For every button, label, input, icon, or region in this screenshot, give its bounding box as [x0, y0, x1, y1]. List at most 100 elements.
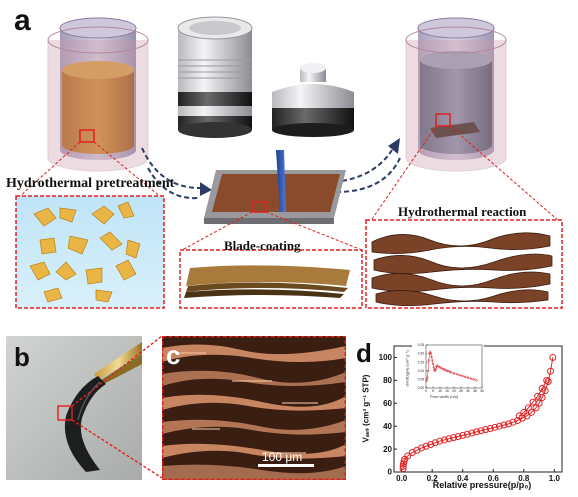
- scale-bar-label: 100 μm: [262, 450, 303, 464]
- inset-x-tick-label: 15: [445, 389, 449, 393]
- inset-y-tick-label: 0.10: [418, 369, 424, 373]
- inset-data-point: [472, 378, 475, 381]
- label-blade-coating: Blade-coating: [224, 238, 301, 253]
- process-arrows: [141, 147, 401, 200]
- panel-letter-a: a: [14, 4, 31, 37]
- inset-y-tick-label: 0.15: [418, 360, 424, 364]
- isotherm-x-tick-label: 1.0: [549, 474, 561, 483]
- isotherm-data-point: [468, 429, 476, 437]
- isotherm-data-point: [486, 424, 494, 432]
- isotherm-x-tick-label: 0.6: [488, 474, 500, 483]
- isotherm-data-point: [399, 462, 407, 470]
- isotherm-data-point: [404, 452, 412, 460]
- zoom-box-b: [57, 405, 73, 421]
- isotherm-data-point: [422, 442, 430, 450]
- zoom-box-right: [435, 113, 451, 127]
- isotherm-data-point: [427, 441, 435, 449]
- inset-data-point: [427, 359, 430, 362]
- inset-x-tick-label: 5: [432, 389, 434, 393]
- isotherm-data-point: [515, 412, 523, 420]
- isotherm-data-point: [491, 423, 499, 431]
- isotherm-data-point: [440, 436, 448, 444]
- zoom-box-center: [251, 201, 267, 213]
- inset-data-point: [452, 372, 456, 375]
- isotherm-y-tick-label: 60: [383, 399, 392, 408]
- inset-data-point: [450, 371, 453, 374]
- isotherm-data-point: [445, 435, 453, 443]
- inset-data-point: [466, 376, 470, 379]
- inset-data-point: [464, 375, 467, 378]
- autoclave-lid: [272, 63, 354, 137]
- isotherm-data-point: [495, 422, 503, 430]
- inset-data-point: [431, 359, 434, 362]
- panel-letter-d: d: [356, 338, 372, 368]
- inset-data-point: [429, 352, 433, 355]
- tweezers: [94, 342, 142, 380]
- isotherm-x-tick-label: 0.0: [396, 474, 408, 483]
- isotherm-data-point: [482, 426, 490, 434]
- inset-data-point: [431, 362, 435, 366]
- panel-c-sem: [162, 336, 346, 480]
- inset-y-tick-label: 0.25: [418, 343, 424, 347]
- sem-layers: [162, 344, 346, 480]
- inset-x-tick-label: 25: [459, 389, 463, 393]
- inset-data-point: [426, 376, 429, 379]
- isotherm-series-line: [518, 380, 548, 417]
- isotherm-data-point: [436, 437, 444, 445]
- inset-data-point: [461, 374, 464, 378]
- panel-letter-b: b: [14, 342, 30, 372]
- isotherm-data-point: [399, 465, 407, 473]
- inset-data-point: [434, 367, 437, 371]
- blade-coating-tray: [204, 150, 346, 224]
- inset-data-point: [425, 379, 428, 383]
- inset-y-tick-label: 0.00: [418, 386, 424, 390]
- isotherm-data-point: [450, 434, 458, 442]
- autoclave-left: [47, 17, 149, 172]
- isotherm-data-point: [417, 444, 425, 452]
- isotherm-y-tick-label: 20: [383, 445, 392, 454]
- inset-x-tick-label: 20: [452, 389, 456, 393]
- isotherm-y-tick-label: 40: [383, 422, 392, 431]
- stacked-film: [184, 265, 350, 298]
- inset-x-tick-label: 30: [466, 389, 470, 393]
- isotherm-data-point: [509, 418, 517, 426]
- scale-bar: [258, 464, 314, 467]
- isotherm-data-point: [544, 378, 552, 386]
- inset-y-tick-label: 0.05: [418, 377, 424, 381]
- panel-b-photo: [6, 336, 142, 480]
- isotherm-data-point: [477, 427, 485, 435]
- isotherm-data-point: [463, 430, 471, 438]
- isotherm-data-point: [529, 398, 537, 406]
- inset-data-point: [469, 377, 472, 380]
- inset-data-point: [458, 373, 461, 377]
- inset-y-label: dV/dlog(w) (cm³ g⁻¹): [404, 350, 410, 387]
- inset-data-point: [445, 369, 449, 372]
- panel-a-artwork: [15, 16, 563, 309]
- isotherm-data-point: [543, 376, 551, 384]
- isotherm-y-tick-label: 0: [388, 468, 393, 477]
- panel-letter-c: c: [166, 340, 181, 370]
- isotherm-x-tick-label: 0.8: [518, 474, 530, 483]
- isotherm-x-tick-label: 0.4: [457, 474, 469, 483]
- isotherm-data-point: [520, 408, 528, 416]
- inset-data-point: [455, 373, 458, 376]
- isotherm-data-point: [431, 439, 439, 447]
- inset-data-point: [441, 367, 444, 371]
- flexible-film: [64, 376, 106, 472]
- inset-x-tick-label: 35: [473, 389, 477, 393]
- autoclave-right: [405, 17, 507, 172]
- isotherm-data-point: [505, 420, 513, 428]
- isotherm-data-point: [547, 367, 555, 375]
- isotherm-data-point: [549, 353, 557, 361]
- coating-blade: [276, 150, 286, 212]
- isotherm-data-point: [459, 431, 467, 439]
- inset-background: [412, 342, 484, 396]
- inset-data-point: [426, 369, 430, 372]
- label-hydrothermal-reaction: Hydrothermal reaction: [398, 204, 527, 219]
- isotherm-y-tick-label: 80: [383, 376, 392, 385]
- isotherm-data-point: [534, 392, 542, 400]
- inset-data-point: [430, 355, 433, 359]
